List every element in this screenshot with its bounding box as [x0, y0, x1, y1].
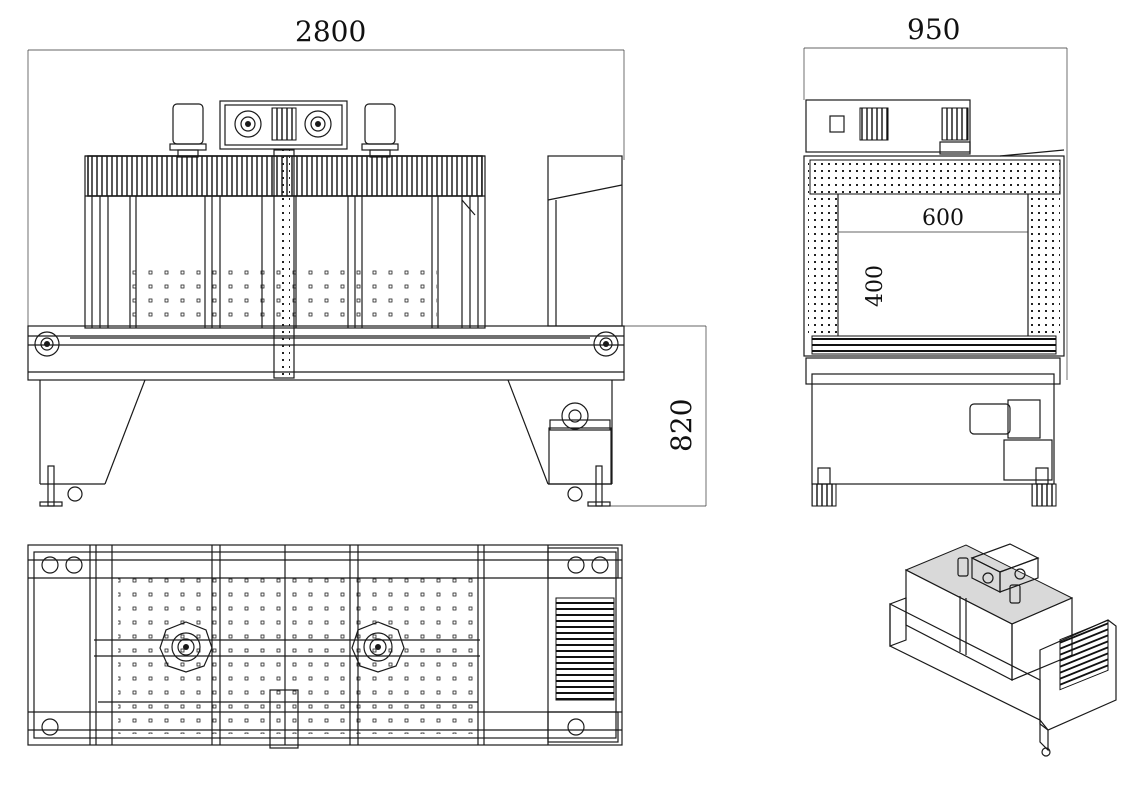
front-stand: [39, 379, 613, 507]
center-support-column: [273, 149, 295, 379]
conveyor-bed: [27, 325, 625, 381]
drive-motor: [548, 402, 612, 485]
side-view: [803, 47, 1068, 507]
top-view: [27, 544, 623, 749]
front-length-dimension-line: [27, 49, 625, 380]
top-perforated-plate: [118, 570, 480, 734]
top-fan-left: [159, 621, 213, 673]
front-length-dimension-label: 2800: [295, 15, 367, 48]
exit-hood: [547, 155, 623, 327]
isometric-view: [889, 543, 1117, 757]
height-dimension-line: [590, 325, 707, 507]
top-fan-right: [351, 621, 405, 673]
side-control-housing: [805, 99, 971, 155]
tunnel-width-dimension-label: 600: [922, 206, 964, 231]
control-box: [219, 100, 348, 150]
side-chamber: [803, 149, 1065, 357]
side-width-dimension-line: [803, 47, 1068, 380]
side-width-dimension-label: 950: [907, 13, 961, 46]
side-stand: [805, 357, 1061, 507]
top-fan-motor-right: [361, 103, 399, 158]
iso-control-box: [970, 543, 1040, 593]
side-drive-motor: [969, 399, 1053, 481]
front-view: [27, 49, 707, 507]
top-fan-motor-left: [169, 103, 207, 158]
top-exit-rollers: [555, 597, 615, 701]
